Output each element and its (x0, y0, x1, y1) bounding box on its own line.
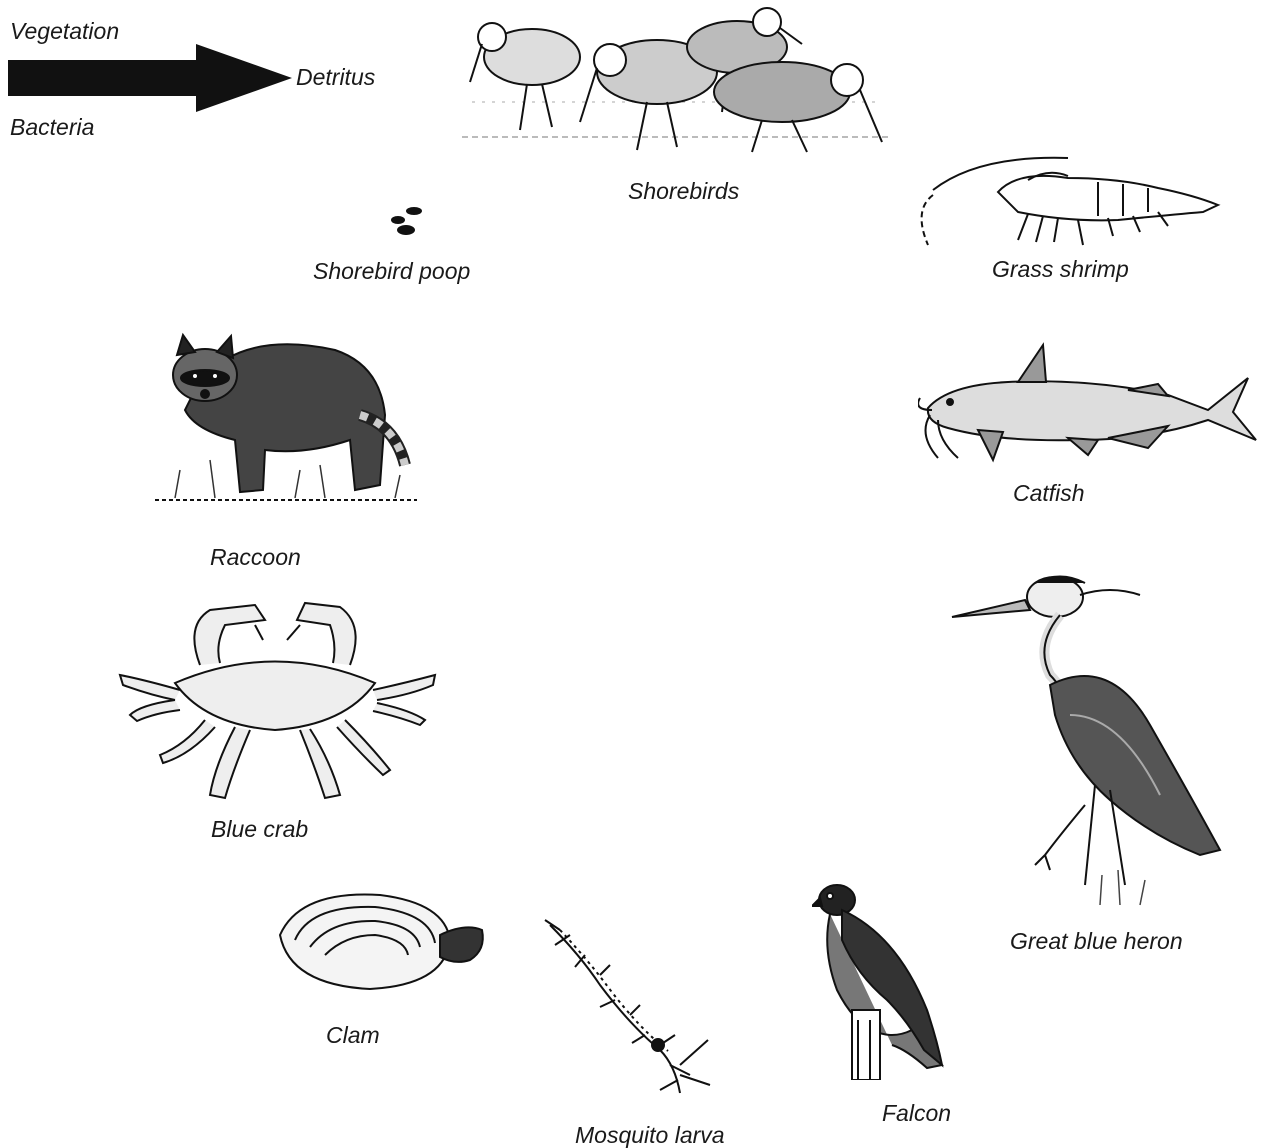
catfish-illustration (918, 340, 1260, 465)
clam-label: Clam (326, 1024, 380, 1047)
shorebirds-illustration (462, 2, 892, 162)
clam-illustration (270, 885, 490, 995)
blue-crab-label: Blue crab (211, 818, 308, 841)
shrimp-illustration (918, 150, 1228, 250)
raccoon-label: Raccoon (210, 546, 301, 569)
detritus-label: Detritus (296, 66, 375, 89)
poop-label: Shorebird poop (313, 260, 470, 283)
crab-illustration (115, 595, 440, 805)
poop-illustration (388, 205, 428, 237)
great-blue-heron-label: Great blue heron (1010, 930, 1183, 953)
shorebirds-label: Shorebirds (628, 180, 739, 203)
grass-shrimp-label: Grass shrimp (992, 258, 1129, 281)
raccoon-illustration (155, 320, 417, 530)
vegetation-label: Vegetation (10, 20, 119, 43)
mosquito-larva-label: Mosquito larva (575, 1124, 725, 1147)
larva-illustration (540, 915, 715, 1100)
bacteria-label: Bacteria (10, 116, 94, 139)
falcon-label: Falcon (882, 1102, 951, 1125)
catfish-label: Catfish (1013, 482, 1085, 505)
arrow-icon (6, 42, 296, 114)
heron-illustration (950, 565, 1230, 915)
falcon-illustration (812, 880, 952, 1080)
